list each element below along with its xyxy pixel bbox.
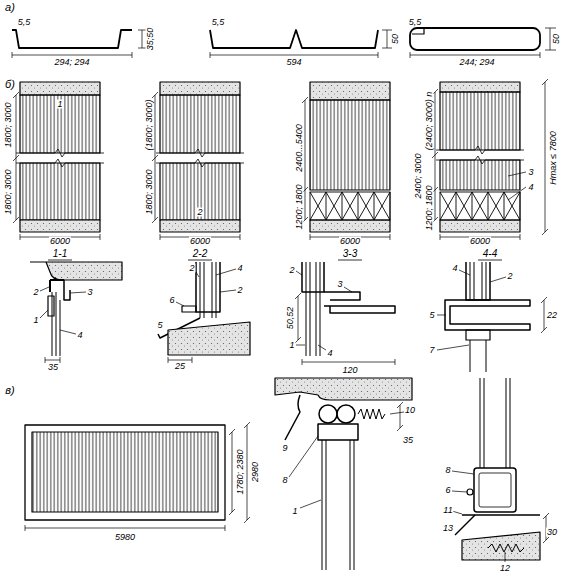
section-label: 3-3	[342, 249, 358, 259]
callout-number: 10	[404, 406, 416, 415]
dimension-label: 1800; 3000	[145, 168, 154, 215]
frame-brace	[342, 192, 358, 220]
frame-brace	[358, 192, 374, 220]
callout-number: 1	[56, 100, 63, 109]
callout-number: 5	[156, 321, 163, 330]
dimension-label: 1800; 3000	[4, 168, 13, 215]
figure-letter: б)	[4, 79, 16, 90]
callout-number: 4	[326, 349, 333, 358]
callout-number: 4	[236, 264, 243, 273]
dimension-label: 1800; 3000	[4, 101, 13, 148]
frame-brace	[488, 192, 504, 220]
frame-brace	[440, 192, 456, 220]
dimension-label: 25	[174, 362, 186, 371]
dimension-label: (1800; 3000)	[145, 98, 154, 151]
callout-number: 12	[499, 564, 511, 573]
frame-brace	[456, 192, 472, 220]
dimension-label: 6000	[189, 237, 211, 246]
dimension-label: 5,5	[17, 18, 32, 27]
callout-number: 5	[428, 311, 435, 320]
section-label: 1-1	[52, 249, 68, 259]
callout-number: 2	[506, 272, 513, 281]
frame-outline	[310, 192, 390, 220]
callout-number: 1	[32, 316, 39, 325]
callout-number: 11	[442, 506, 453, 515]
dimension-label: 2400; 3000	[414, 152, 423, 199]
callout-number: 1	[291, 507, 298, 516]
dimension-label: 35;50	[146, 27, 155, 52]
figure-letter: а)	[4, 2, 16, 13]
dimension-label: 35	[47, 363, 59, 372]
dimension-label: 1200; 1800	[425, 184, 434, 231]
dimension-label: 1200; 1800	[295, 183, 304, 230]
dimension-label: 594	[285, 58, 302, 67]
dimension-label: 50	[391, 33, 400, 45]
callout-number: 8	[281, 476, 288, 485]
callout-number: 2	[32, 288, 39, 297]
dimension-label: Hmax ≤ 7800	[549, 130, 558, 185]
dimension-label: 2400...5400	[295, 123, 304, 173]
callout-number: 13	[442, 524, 454, 533]
dimension-label: 6000	[49, 237, 71, 246]
callout-number: 6	[444, 486, 451, 495]
callout-number: 2	[196, 208, 203, 217]
dimension-label: 5980	[114, 533, 136, 542]
dimension-label: 2980	[251, 461, 260, 483]
frame-brace	[472, 192, 488, 220]
dimension-label: 50,52	[286, 306, 295, 331]
frame-outline	[440, 192, 520, 220]
callout-number: 3	[336, 280, 343, 289]
dimension-label: 35	[402, 436, 414, 445]
callout-number: 6	[168, 296, 175, 305]
dimension-label: 1780; 2380	[236, 448, 245, 495]
callout-number: 9	[281, 444, 288, 453]
figure-letter: в)	[4, 385, 15, 396]
callout-number: 8	[444, 466, 451, 475]
dimension-label: 22	[546, 311, 558, 320]
callout-number: 7	[428, 346, 435, 355]
dimension-label: 5,5	[408, 18, 423, 27]
frame-brace	[326, 192, 342, 220]
callout-number: 3	[86, 288, 93, 297]
dimension-label: 244; 294	[458, 58, 495, 67]
callout-number: 4	[451, 264, 458, 273]
section-label: 4-4	[482, 249, 498, 259]
dimension-label: 50	[552, 33, 561, 45]
callout-number: 2	[288, 266, 295, 275]
frame-brace	[310, 192, 326, 220]
dimension-label: 294; 294	[53, 58, 90, 67]
dimension-label: 30	[546, 528, 558, 537]
callout-number: 1	[288, 341, 295, 350]
callout-number: 4	[527, 183, 534, 192]
callout-number: 2	[188, 264, 195, 273]
dimension-label: 6000	[469, 237, 491, 246]
dimension-label: 6000	[339, 237, 361, 246]
dimension-label: (2400; 3000) n	[425, 91, 434, 152]
callout-number: 2	[236, 286, 243, 295]
frame-brace	[374, 192, 390, 220]
dimension-label: 120	[341, 366, 358, 375]
callout-number: 3	[527, 168, 534, 177]
frame-brace	[504, 192, 520, 220]
dimension-label: 5,5	[211, 18, 226, 27]
section-label: 2-2	[192, 249, 208, 259]
callout-number: 4	[76, 331, 83, 340]
